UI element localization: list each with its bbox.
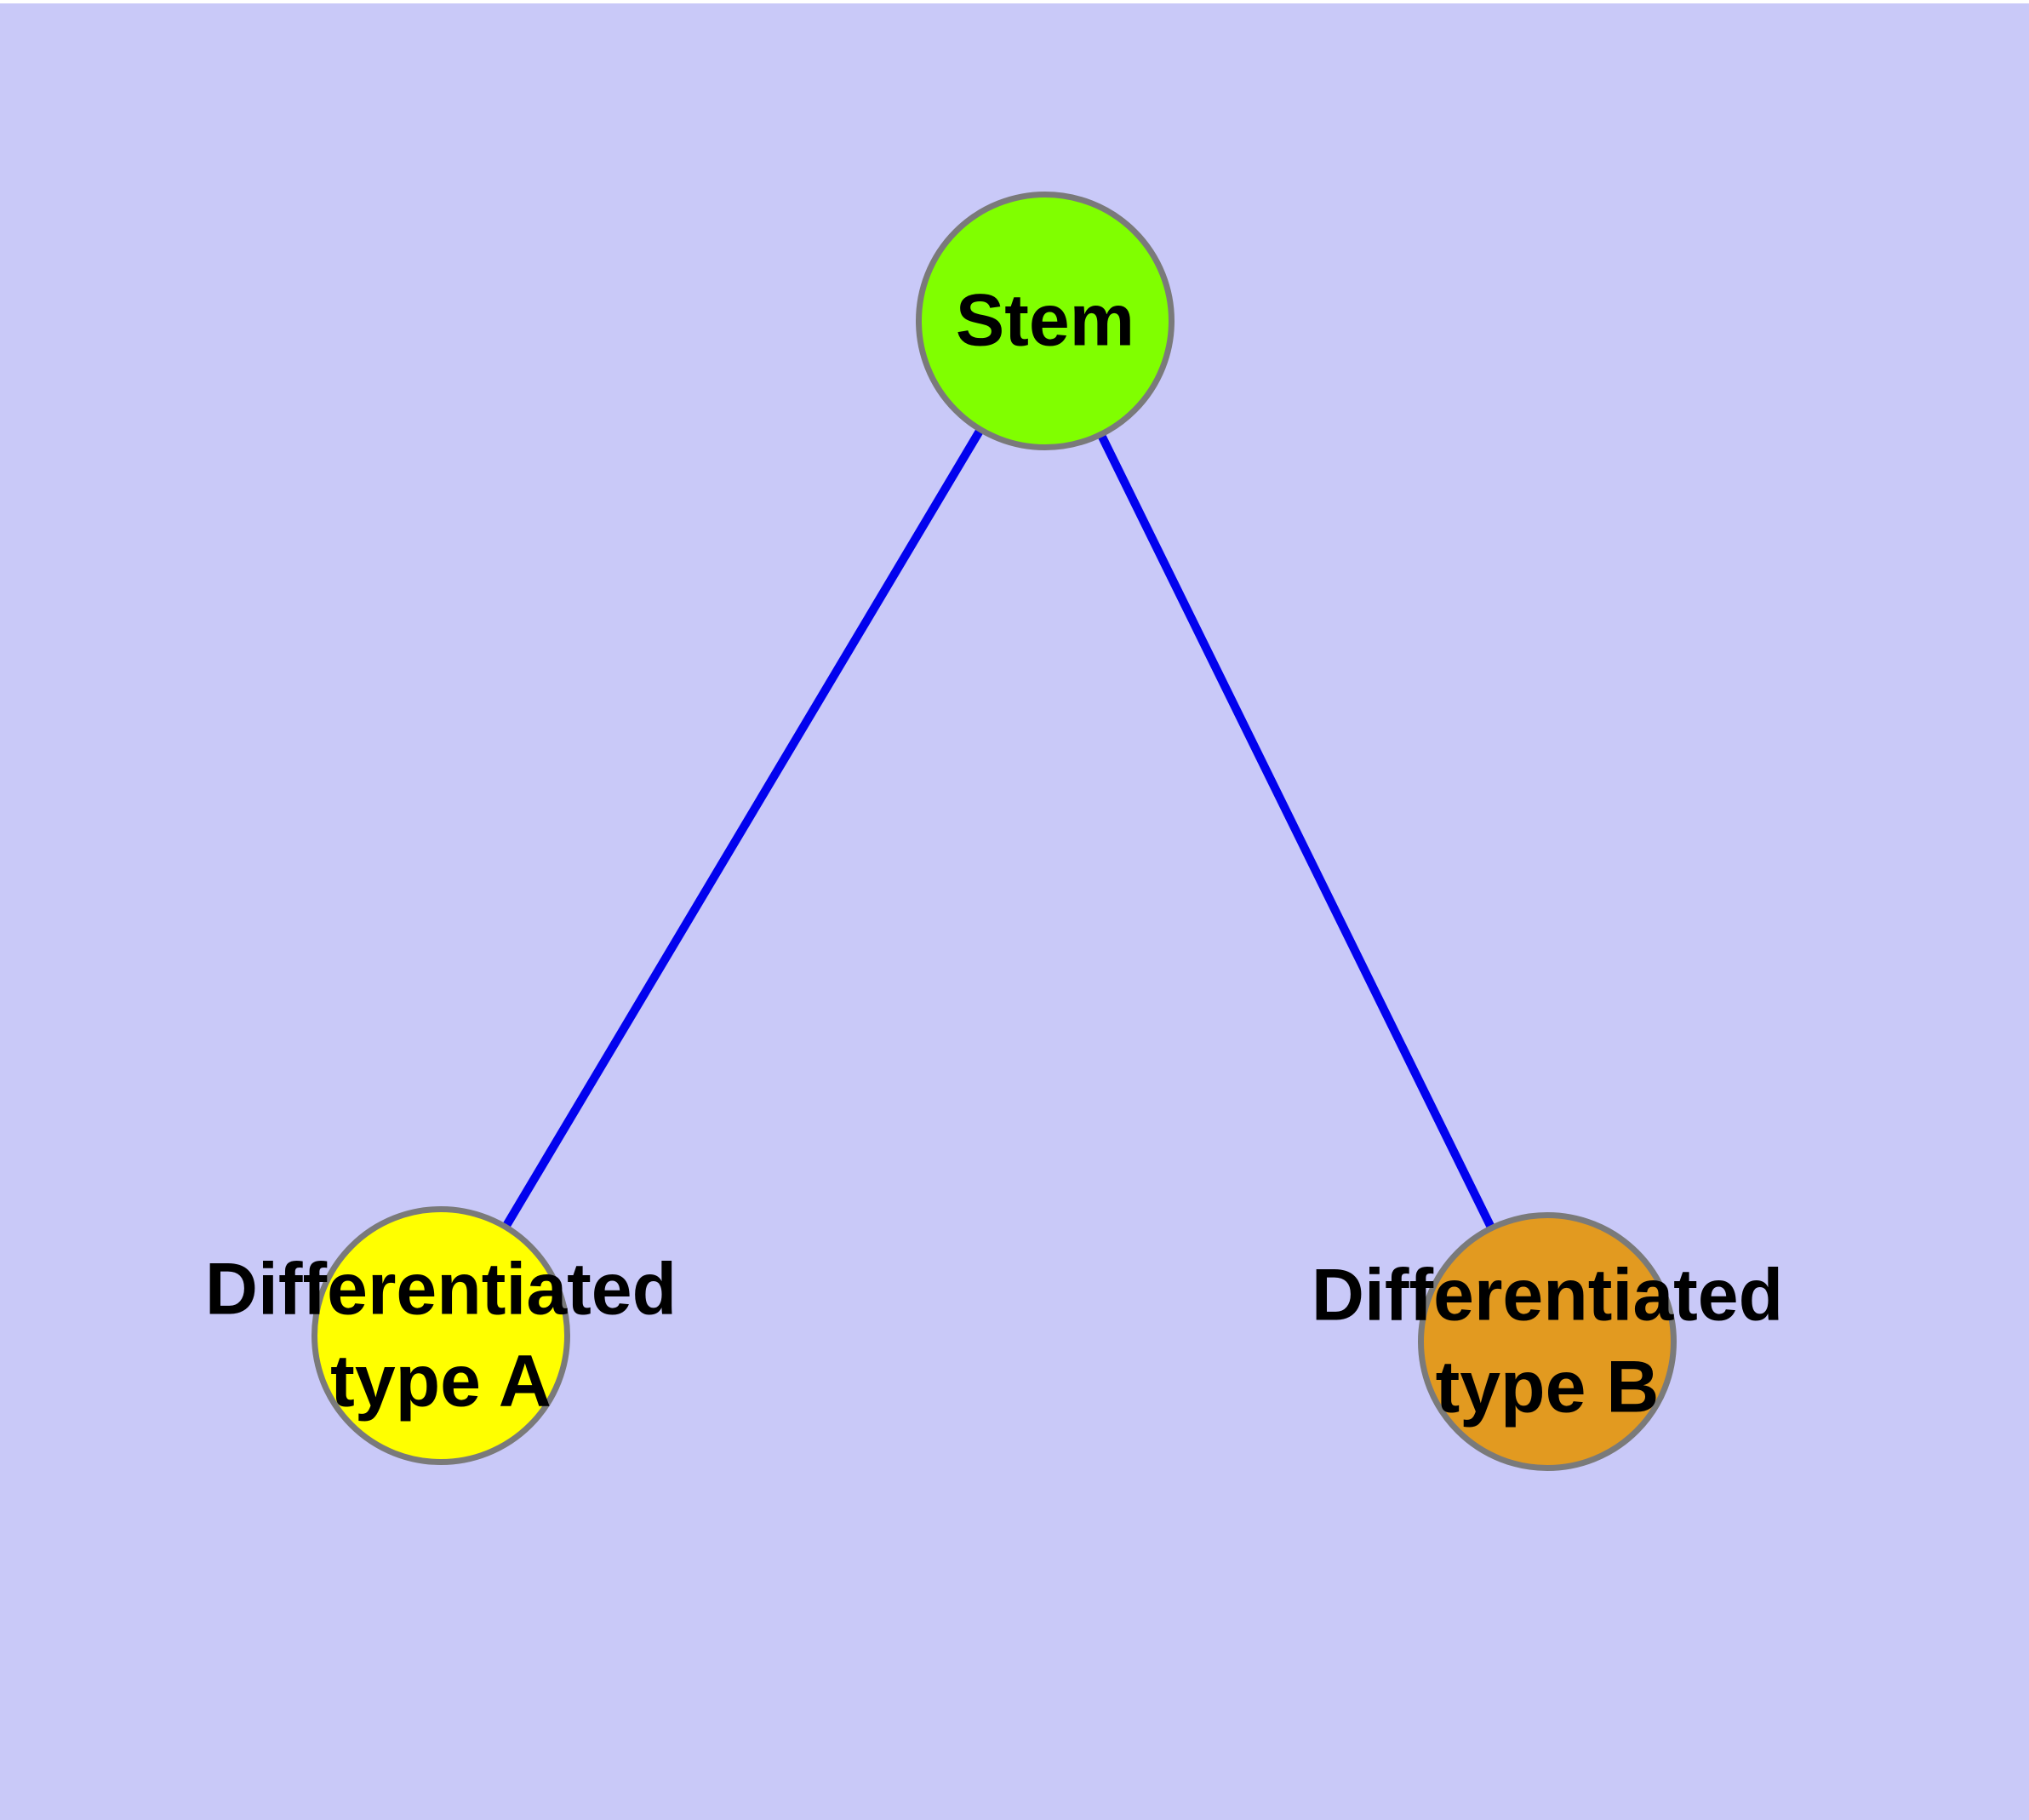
diagram-canvas: Stem Differentiated type A Differentiate… <box>0 3 2029 1820</box>
node-stem <box>916 192 1175 450</box>
node-differentiated-type-b <box>1418 1212 1677 1471</box>
edge-stem-to-type-a <box>437 318 1049 1338</box>
edge-stem-to-type-b <box>1041 318 1552 1344</box>
node-differentiated-type-a <box>311 1206 570 1465</box>
edge-layer <box>437 318 1552 1344</box>
